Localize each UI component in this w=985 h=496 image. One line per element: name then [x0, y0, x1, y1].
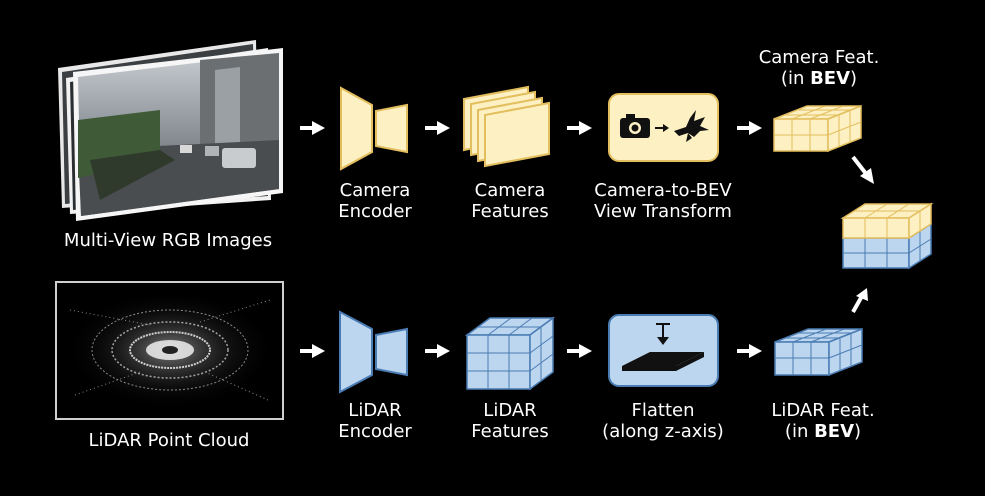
arrow-pointcloud-to-encoder — [300, 344, 325, 358]
arrow-camera-bev-to-fused — [851, 155, 874, 184]
lidar-bev-prefix: (in — [784, 421, 815, 442]
lidar-encoder-label-line2: Encoder — [338, 421, 412, 442]
lidar-bev-label-line2: (in BEV) — [758, 421, 888, 442]
arrow-encoder-to-features — [425, 121, 450, 135]
lidar-bev-suffix: ) — [854, 421, 862, 442]
lidar-features-icon — [464, 316, 556, 391]
flatten-box — [608, 314, 719, 387]
camera-bev-suffix: ) — [850, 68, 858, 89]
camera-bev-label-line2: (in BEV) — [758, 68, 880, 89]
lidar-bev-feature-icon — [774, 327, 863, 377]
camera-features-icon — [463, 85, 550, 168]
arrow-images-to-encoder — [300, 121, 325, 135]
down-arrow-icon — [656, 323, 670, 345]
camera-bev-prefix: (in — [780, 68, 811, 89]
view-transform-box — [608, 93, 719, 162]
lidar-features-label-line1: LiDAR — [483, 400, 537, 421]
camera-encoder-label-line2: Encoder — [338, 201, 412, 222]
camera-features-label-line1: Camera — [474, 180, 546, 201]
lidar-encoder-label: LiDAR Encoder — [320, 400, 430, 442]
arrow-lidar-bev-to-fused — [851, 288, 868, 313]
flatten-label: Flatten (along z-axis) — [588, 400, 738, 442]
arrow-icon — [655, 124, 669, 132]
plane-icon — [622, 352, 704, 371]
camera-bev-label-line1: Camera Feat. — [758, 47, 880, 68]
lidar-features-label: LiDAR Features — [455, 400, 565, 442]
camera-bev-label: Camera Feat. (in BEV) — [758, 47, 880, 89]
view-transform-label-line1: Camera-to-BEV — [594, 180, 732, 201]
lidar-bev-bold: BEV — [814, 421, 855, 442]
camera-encoder-label-line1: Camera — [339, 180, 411, 201]
lidar-encoder-label-line1: LiDAR — [348, 400, 402, 421]
lidar-point-cloud-image — [55, 281, 284, 420]
lidar-point-cloud-label: LiDAR Point Cloud — [89, 430, 250, 451]
lidar-features-label-line2: Features — [471, 421, 549, 442]
arrow-transform-to-camera-bev — [737, 121, 762, 135]
lidar-bev-label: LiDAR Feat. (in BEV) — [758, 400, 888, 442]
arrow-lidar-features-to-flatten — [567, 344, 592, 358]
camera-features-label: Camera Features — [455, 180, 565, 222]
multi-view-images-label: Multi-View RGB Images — [64, 230, 272, 251]
multi-view-rgb-images — [58, 40, 283, 221]
camera-icon — [620, 114, 650, 138]
lidar-bev-label-line1: LiDAR Feat. — [771, 400, 875, 421]
fused-bev-cube-icon — [840, 202, 934, 270]
camera-encoder-icon — [340, 86, 408, 171]
view-transform-label: Camera-to-BEV View Transform — [578, 180, 748, 222]
flatten-label-line1: Flatten — [631, 400, 695, 421]
arrow-features-to-transform — [567, 121, 592, 135]
bird-icon — [674, 110, 709, 142]
camera-bev-bold: BEV — [810, 68, 851, 89]
lidar-encoder-icon — [339, 310, 408, 394]
flatten-label-line2: (along z-axis) — [602, 421, 724, 442]
arrow-flatten-to-lidar-bev — [737, 344, 762, 358]
camera-features-label-line2: Features — [471, 201, 549, 222]
camera-bev-feature-icon — [773, 104, 862, 153]
camera-encoder-label: Camera Encoder — [320, 180, 430, 222]
arrow-lidar-encoder-to-features — [425, 344, 450, 358]
view-transform-label-line2: View Transform — [594, 201, 732, 222]
